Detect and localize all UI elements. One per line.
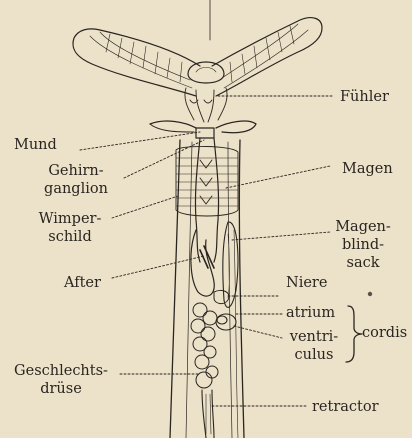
label-gehirnganglion-line2: ganglion [36,180,116,198]
label-after: After [64,274,101,292]
label-ventriculus: ventri- culus [282,328,346,364]
label-geschlechtsdruese: Geschlechts- drüse [6,362,116,398]
label-geschlechtsdruese-line1: Geschlechts- [6,362,116,380]
nephridium [214,290,229,303]
label-geschlechtsdruese-line2: drüse [6,380,116,398]
label-mund: Mund [14,136,57,154]
caecum [223,222,238,307]
heart [216,314,236,330]
gonad [191,303,218,388]
left-tentacle-arm [73,29,200,96]
label-gehirnganglion-line1: Gehirn- [36,162,116,180]
label-ventriculus-line2: culus [282,346,346,364]
retractor-muscle [202,390,214,438]
label-magenblindsack: Magen- blind- sack [328,218,398,272]
label-wimperschild-line2: schild [30,228,110,246]
label-ventriculus-line1: ventri- [282,328,346,346]
ciliated-shield [176,146,238,216]
right-tentacle-arm [212,18,322,96]
epistome [188,62,224,83]
brain-ganglion [196,128,214,138]
label-magenblindsack-line3: sack [328,254,398,272]
collar [150,121,256,133]
gut [195,138,218,262]
label-magenblindsack-line2: blind- [328,236,398,254]
label-magen: Magen [342,160,393,178]
label-atrium: atrium [286,304,335,322]
intestine [191,230,214,296]
label-niere: Niere [286,274,327,292]
label-cordis: cordis [362,324,407,342]
label-gehirnganglion: Gehirn- ganglion [36,162,116,198]
cordis-brace [346,306,362,362]
label-wimperschild-line1: Wimper- [30,210,110,228]
label-retractor: retractor [312,398,379,416]
label-magenblindsack-line1: Magen- [328,218,398,236]
label-wimperschild: Wimper- schild [30,210,110,246]
label-fuehler: Fühler [340,88,389,106]
